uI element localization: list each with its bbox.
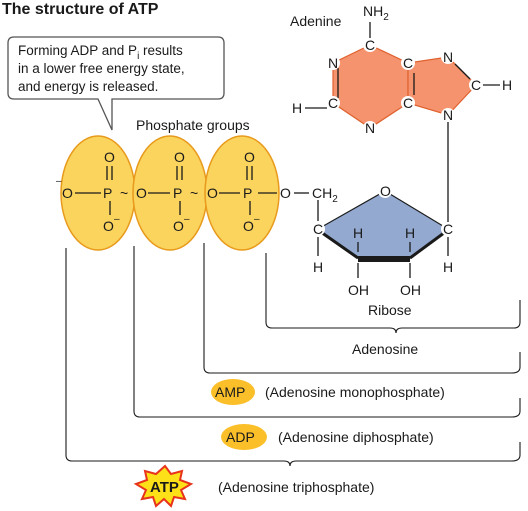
svg-text:C: C [403, 55, 413, 71]
svg-text:~: ~ [190, 185, 198, 201]
svg-text:–: – [254, 214, 260, 225]
svg-text:ADP: ADP [226, 429, 255, 445]
phosphate-1: O – O P O – ~ [56, 149, 128, 234]
svg-text:O: O [380, 183, 391, 199]
phosphate-groups-label: Phosphate groups [136, 117, 250, 133]
starburst-icon [133, 464, 194, 508]
svg-text:O: O [280, 185, 291, 201]
svg-text:P: P [243, 185, 252, 201]
svg-text:–: – [114, 214, 120, 225]
adenine-atoms: C C C N C N N C N [326, 37, 483, 136]
svg-text:O: O [244, 149, 255, 165]
phosphate-groups: Phosphate groups O – O P O – ~ O O P O – [56, 117, 280, 251]
atp-burst: ATP [133, 464, 194, 508]
svg-text:N: N [443, 107, 453, 123]
adenine-h-left: H [292, 100, 302, 116]
svg-text:–: – [184, 214, 190, 225]
svg-text:O: O [173, 218, 184, 234]
diagram-title: The structure of ATP [2, 1, 159, 18]
adenine-five-ring [407, 56, 477, 116]
adp-description: (Adenosine diphosphate) [278, 429, 434, 445]
svg-text:N: N [328, 55, 338, 71]
brackets [65, 243, 521, 467]
amp-badge: AMP [211, 379, 255, 405]
svg-text:C: C [313, 221, 323, 237]
ribose-sugar: O C C H H H H OH OH CH2 O Ribose [280, 183, 455, 318]
svg-text:O: O [104, 149, 115, 165]
amp-description: (Adenosine monophosphate) [265, 384, 445, 400]
phosphate-2: O O P O – ~ [136, 149, 198, 234]
svg-text:OH: OH [348, 282, 369, 298]
svg-text:~: ~ [120, 185, 128, 201]
svg-text:H: H [405, 225, 415, 241]
svg-text:O: O [62, 185, 73, 201]
svg-text:O: O [103, 218, 114, 234]
svg-text:C: C [471, 77, 481, 93]
svg-text:C: C [328, 95, 338, 111]
adenine-molecule: NH2 H H C C C N C N N C N Adenine [290, 3, 512, 136]
svg-text:H: H [443, 259, 453, 275]
ribose-label: Ribose [368, 302, 412, 318]
svg-text:N: N [365, 120, 375, 136]
ch2-group: CH2 [312, 185, 338, 205]
svg-text:C: C [403, 95, 413, 111]
svg-text:ATP: ATP [150, 479, 179, 496]
adp-badge: ADP [221, 424, 267, 450]
adenine-h-right: H [502, 77, 512, 93]
adenine-label: Adenine [290, 13, 342, 29]
svg-text:O: O [243, 218, 254, 234]
svg-text:O: O [174, 149, 185, 165]
svg-text:P: P [173, 185, 182, 201]
svg-text:OH: OH [400, 282, 421, 298]
svg-text:–: – [56, 176, 62, 187]
svg-text:C: C [365, 37, 375, 53]
svg-text:N: N [443, 49, 453, 65]
svg-text:H: H [313, 259, 323, 275]
callout-line-3: and energy is released. [18, 79, 158, 94]
svg-text:O: O [207, 185, 218, 201]
svg-text:O: O [136, 185, 147, 201]
phosphate-3: O O P O – [207, 149, 277, 234]
callout-line-1: Forming ADP and Pi results [18, 43, 183, 62]
svg-text:H: H [353, 225, 363, 241]
energy-callout: Forming ADP and Pi results in a lower fr… [7, 36, 225, 131]
adenosine-label: Adenosine [352, 341, 418, 357]
callout-line-2: in a lower free energy state, [18, 61, 185, 76]
nh2-group: NH2 [363, 3, 389, 23]
adenine-six-ring [332, 44, 409, 129]
atp-description: (Adenosine triphosphate) [218, 479, 374, 495]
svg-text:P: P [103, 185, 112, 201]
svg-text:AMP: AMP [215, 384, 245, 400]
svg-text:C: C [443, 221, 453, 237]
